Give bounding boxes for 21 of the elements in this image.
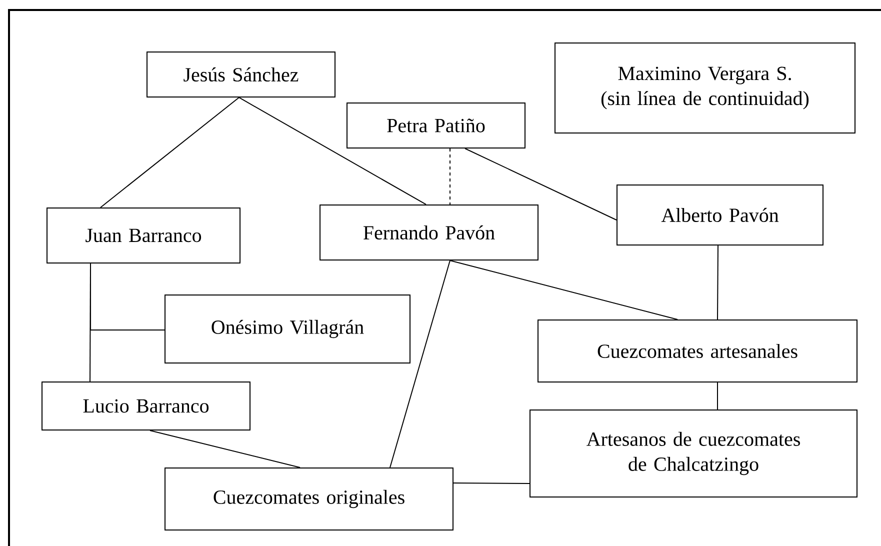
name-box: Maximino Vergara S. (sin línea de continuidad): [554, 42, 856, 134]
connector-line: [90, 263, 165, 330]
name-box: Juan Barranco: [46, 208, 240, 264]
name-box: Cuezcomates artesanales: [538, 319, 858, 382]
name-box: Alberto Pavón: [616, 184, 824, 246]
connector-line: [450, 260, 678, 320]
connector-line: [238, 97, 426, 205]
connector-line: [464, 148, 617, 220]
name-box: Jesús Sánchez: [146, 52, 336, 98]
name-box: Lucio Barranco: [42, 381, 250, 430]
name-box: Artesanos de cuezcomates de Chalcatzingo: [530, 409, 858, 498]
connector-line: [717, 382, 718, 410]
connector-line: [453, 482, 530, 484]
name-box: Cuezcomates originales: [164, 467, 454, 530]
connector-line: [717, 245, 718, 320]
connector-line: [150, 430, 300, 468]
name-box: Petra Patiño: [346, 102, 526, 148]
name-box: Fernando Pavón: [320, 204, 538, 260]
connector-line: [100, 97, 240, 208]
connector-line: [390, 260, 450, 468]
name-box: Onésimo Villagrán: [164, 294, 410, 364]
